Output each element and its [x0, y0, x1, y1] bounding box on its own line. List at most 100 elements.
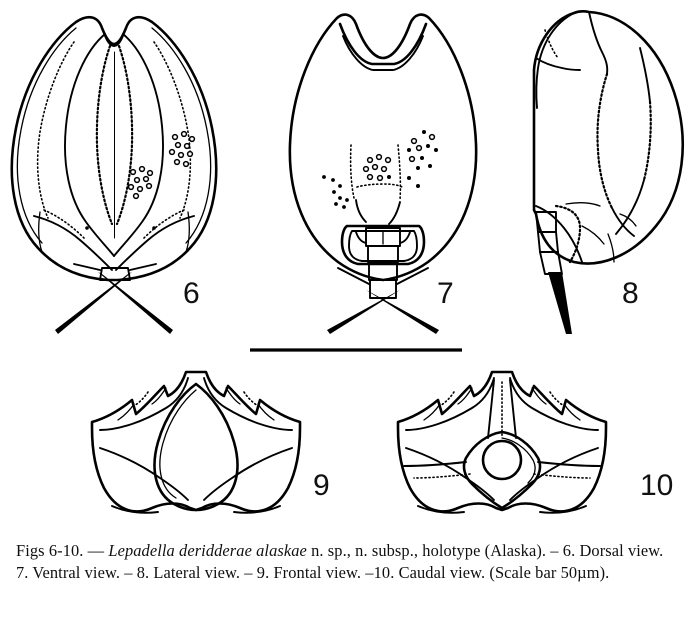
fig9-lower-arc-left — [99, 447, 189, 501]
fig10-inner-echo-left — [405, 377, 495, 431]
fig10-diamond-inner-echo — [501, 437, 536, 484]
fig9-inner-echo-left — [99, 377, 189, 431]
plate-caption: Figs 6-10. — Lepadella deridderae alaska… — [16, 540, 692, 584]
fig7-foot-funnel-dotted — [356, 183, 403, 188]
fig6-dorsal-plate-left-border — [64, 33, 115, 257]
fig6-lower-fold-right — [115, 215, 195, 271]
caption-line-2: 7. Ventral view. – 8. Lateral view. – 9.… — [16, 563, 610, 582]
fig7-foot-apparatus-capsule — [340, 224, 426, 266]
fig8-head-notch-dotted — [544, 29, 559, 59]
fig6-caudal-spine-left — [55, 272, 132, 334]
fig9-central-teardrop — [153, 382, 239, 512]
fig10-central-diamond — [462, 430, 542, 510]
fig7-foot-funnel-right — [388, 201, 401, 225]
fig6-dot-left — [85, 226, 89, 230]
fig6-lower-fold-dotted-right — [143, 209, 185, 239]
fig6-shoulder-ridge-left — [36, 41, 75, 219]
fig10-outer-outline — [396, 370, 608, 513]
figure-7-ventral-view: 7 — [288, 13, 478, 334]
caption-prefix: Figs 6-10. — — [16, 541, 109, 560]
fig7-outer-lorica-outline — [288, 13, 478, 282]
fig10-lobe-crease-left-1 — [457, 387, 473, 405]
fig8-body-fold-3 — [607, 233, 615, 263]
fig8-inner-ridge-dotted — [642, 100, 652, 182]
fig6-dot-right — [152, 226, 156, 230]
fig6-flank-crease-left — [38, 211, 43, 253]
fig7-spine-stub-right — [396, 267, 429, 285]
fig10-arm-dotted-right — [533, 473, 591, 479]
fig6-flank-crease-right — [185, 211, 190, 253]
fig6-caudal-spine-right — [98, 272, 173, 334]
fig6-outer-lorica-outline — [10, 15, 218, 282]
fig10-lobe-dotted-left — [439, 391, 455, 407]
caption-suffix: n. sp., n. subsp., holotype (Alaska). – … — [306, 541, 664, 560]
fig6-ridge-dotted-right — [115, 44, 134, 226]
fig7-foot-funnel-left — [355, 199, 367, 223]
fig6-number-label: 6 — [183, 277, 200, 310]
fig7-pore-cluster-right — [407, 130, 438, 188]
fig9-bottom-wobble-right — [233, 505, 281, 514]
fig7-caudal-spine-right — [366, 290, 439, 334]
fig7-foot-apparatus-inner-frame — [348, 230, 418, 262]
fig10-arm-right — [537, 461, 601, 467]
fig6-dorsal-plate-right-border — [113, 33, 164, 257]
fig8-dorsal-ridge-dotted — [596, 72, 614, 210]
fig8-number-label: 8 — [622, 277, 639, 310]
fig10-number-label: 10 — [640, 469, 673, 502]
figure-10-caudal-view: 10 — [396, 370, 673, 514]
fig7-head-aperture-inner — [338, 22, 428, 66]
fig8-anterior-margin — [535, 12, 575, 109]
figure-9-frontal-view: 9 — [90, 370, 330, 514]
fig7-number-label: 7 — [437, 277, 454, 310]
fig10-bottom-wobble-right — [539, 505, 587, 514]
fig9-lobe-dotted-right — [243, 391, 259, 407]
fig10-median-ridge-right — [509, 379, 517, 439]
fig6-pore-cluster-right — [168, 130, 196, 168]
fig10-median-ridge-left — [487, 379, 495, 439]
fig8-dorsal-ridge-upper — [588, 11, 609, 75]
fig9-lower-arc-right — [203, 447, 293, 501]
fig8-inner-ridge-lower — [615, 179, 645, 235]
fig10-lobe-crease-right-2 — [563, 403, 581, 421]
fig7-ridge-dotted-left — [349, 144, 355, 199]
fig10-central-circle — [481, 439, 523, 481]
fig6-outline-inner-echo-right — [151, 27, 212, 244]
fig7-spine-stub-left — [337, 267, 370, 285]
fig9-lobe-crease-left-1 — [151, 387, 167, 405]
fig9-inner-echo-right — [203, 377, 293, 431]
fig8-head-notch — [535, 57, 581, 71]
fig6-outline-inner-echo-left — [16, 27, 77, 244]
fig9-teardrop-inner-echo — [159, 389, 197, 499]
fig9-lobe-crease-right-2 — [257, 403, 275, 421]
fig6-shoulder-ridge-right — [153, 41, 192, 219]
fig6-spine-stub-left — [73, 263, 101, 271]
fig7-dot-trail-left — [322, 175, 349, 209]
fig10-lobe-dotted-right — [549, 391, 565, 407]
fig8-body-fold-1 — [565, 202, 601, 207]
fig9-lobe-crease-right-1 — [225, 387, 241, 405]
fig10-inner-echo-right — [509, 377, 599, 431]
fig8-inner-ridge-upper — [639, 47, 651, 103]
fig10-bottom-wobble-left — [417, 505, 465, 514]
fig7-foot-hook-right — [399, 231, 411, 244]
fig6-median-notch — [102, 29, 126, 47]
fig6-ridge-dotted-left — [95, 44, 114, 226]
fig7-ridge-dotted-right — [397, 144, 402, 201]
fig8-body-fold-4 — [619, 213, 637, 227]
fig8-dorsal-ridge-lower — [611, 207, 635, 237]
fig8-posterior-margin — [535, 205, 583, 263]
fig9-bottom-wobble-left — [111, 505, 159, 514]
fig8-outer-lorica-outline — [532, 10, 684, 265]
figure-6-dorsal-view: 6 — [10, 15, 218, 334]
fig6-lower-fold-dotted-left — [43, 209, 85, 239]
fig8-body-fold-2 — [581, 225, 605, 245]
fig10-lobe-crease-left-2 — [423, 403, 441, 421]
fig10-arm-left — [403, 461, 467, 467]
fig6-pore-cluster-center — [127, 165, 154, 200]
fig8-caudal-spine — [548, 272, 572, 334]
figure-8-lateral-view: 8 — [532, 10, 684, 334]
fig9-lobe-dotted-left — [133, 391, 149, 407]
fig6-lower-fold-left — [33, 215, 113, 271]
fig7-foot-segment-4 — [369, 279, 397, 299]
